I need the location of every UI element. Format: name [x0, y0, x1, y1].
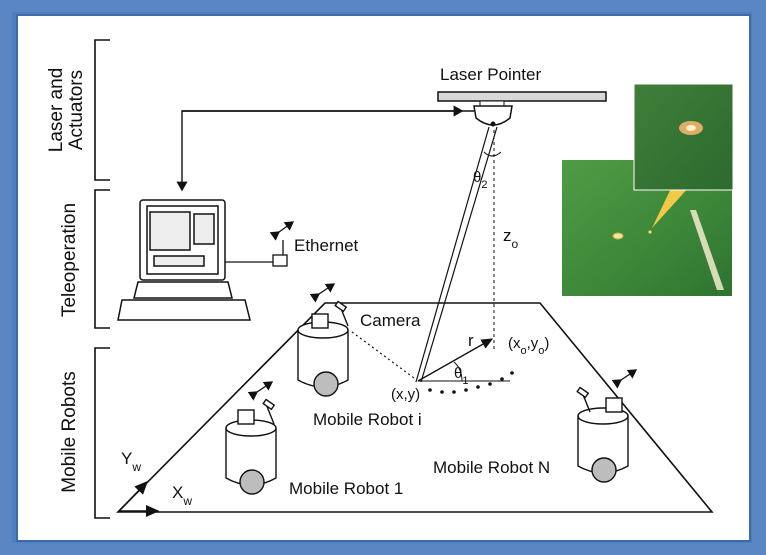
robot-1-antenna-icon	[247, 381, 274, 401]
robot-1-label: Mobile Robot 1	[289, 479, 403, 498]
laser-pointer-label: Laser Pointer	[440, 65, 541, 84]
robot-i-antenna-icon	[309, 283, 336, 303]
theta1-label: θ1	[454, 365, 468, 387]
section-label-teleoperation: Teleoperation	[59, 203, 80, 317]
robot-n-label: Mobile Robot N	[433, 458, 550, 477]
laser-beam-a	[415, 126, 490, 383]
theta1-arc	[453, 361, 463, 382]
xy-label: (x,y)	[391, 386, 420, 403]
section-label-laser-line2: Actuators	[66, 70, 87, 150]
theta2-arc	[483, 151, 502, 157]
laser-link-line	[176, 110, 474, 192]
theta2-label: θ2	[473, 169, 487, 191]
ethernet-antenna-icon	[269, 221, 295, 267]
section-label-laser-line1: Laser and	[46, 68, 67, 153]
robot-n-antenna-icon	[611, 369, 638, 389]
robot-i-icon	[297, 300, 349, 397]
yw-axis	[118, 480, 149, 512]
section-brackets	[94, 39, 110, 519]
robot-n-icon	[576, 386, 629, 483]
field-floor	[116, 302, 714, 513]
yw-label: Yw	[121, 449, 141, 474]
ethernet-label: Ethernet	[294, 236, 359, 255]
camera-label: Camera	[360, 311, 421, 330]
laser-beam-b	[420, 126, 498, 383]
xoyo-label: (xo,yo)	[508, 335, 549, 357]
r-label: r	[468, 331, 474, 350]
camera-sight-line	[351, 331, 415, 379]
r-vector	[417, 338, 494, 382]
robot-i-label: Mobile Robot i	[313, 410, 422, 429]
section-label-mobile-robots: Mobile Robots	[59, 371, 80, 492]
laser-spot-zoom-photo	[633, 83, 734, 191]
xw-label: Xw	[172, 483, 192, 508]
computer-icon	[117, 199, 251, 321]
zo-label: zo	[503, 226, 519, 251]
robot-1-icon	[225, 398, 277, 495]
laser-pointer-icon	[437, 91, 607, 127]
target-path-dots	[428, 371, 514, 394]
